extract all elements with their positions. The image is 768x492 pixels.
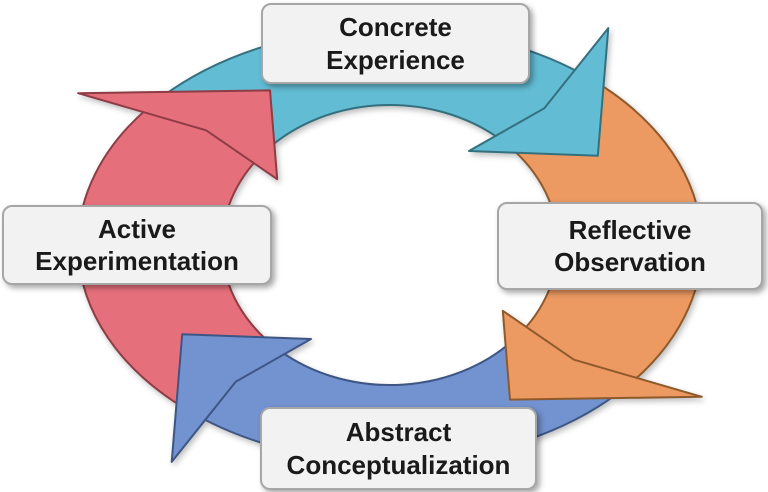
node-label-line2: Observation	[554, 247, 706, 277]
node-label-line2: Experience	[326, 44, 465, 75]
cycle-arrow-bottom-inner-edge	[278, 334, 520, 387]
cycle-arrow-bottom-head	[170, 333, 312, 463]
node-reflective-observation: Reflective Observation	[497, 202, 763, 290]
node-label-line2: Experimentation	[35, 246, 239, 276]
node-label-line2: Conceptualization	[286, 449, 511, 480]
node-abstract-conceptualization: Abstract Conceptualization	[260, 407, 537, 490]
cycle-arrow-top-inner-edge	[260, 103, 502, 156]
node-active-experimentation: Active Experimentation	[2, 205, 272, 285]
node-label-line1: Abstract	[345, 417, 452, 447]
node-label-line1: Reflective	[568, 214, 692, 245]
cycle-arrow-right-head	[501, 309, 703, 401]
node-concrete-experience: Concrete Experience	[261, 3, 530, 84]
node-label-line1: Concrete	[339, 12, 452, 42]
node-label-line1: Active	[97, 213, 177, 244]
cycle-arrow-left-head	[77, 89, 279, 181]
cycle-arrow-top-head	[468, 27, 610, 157]
